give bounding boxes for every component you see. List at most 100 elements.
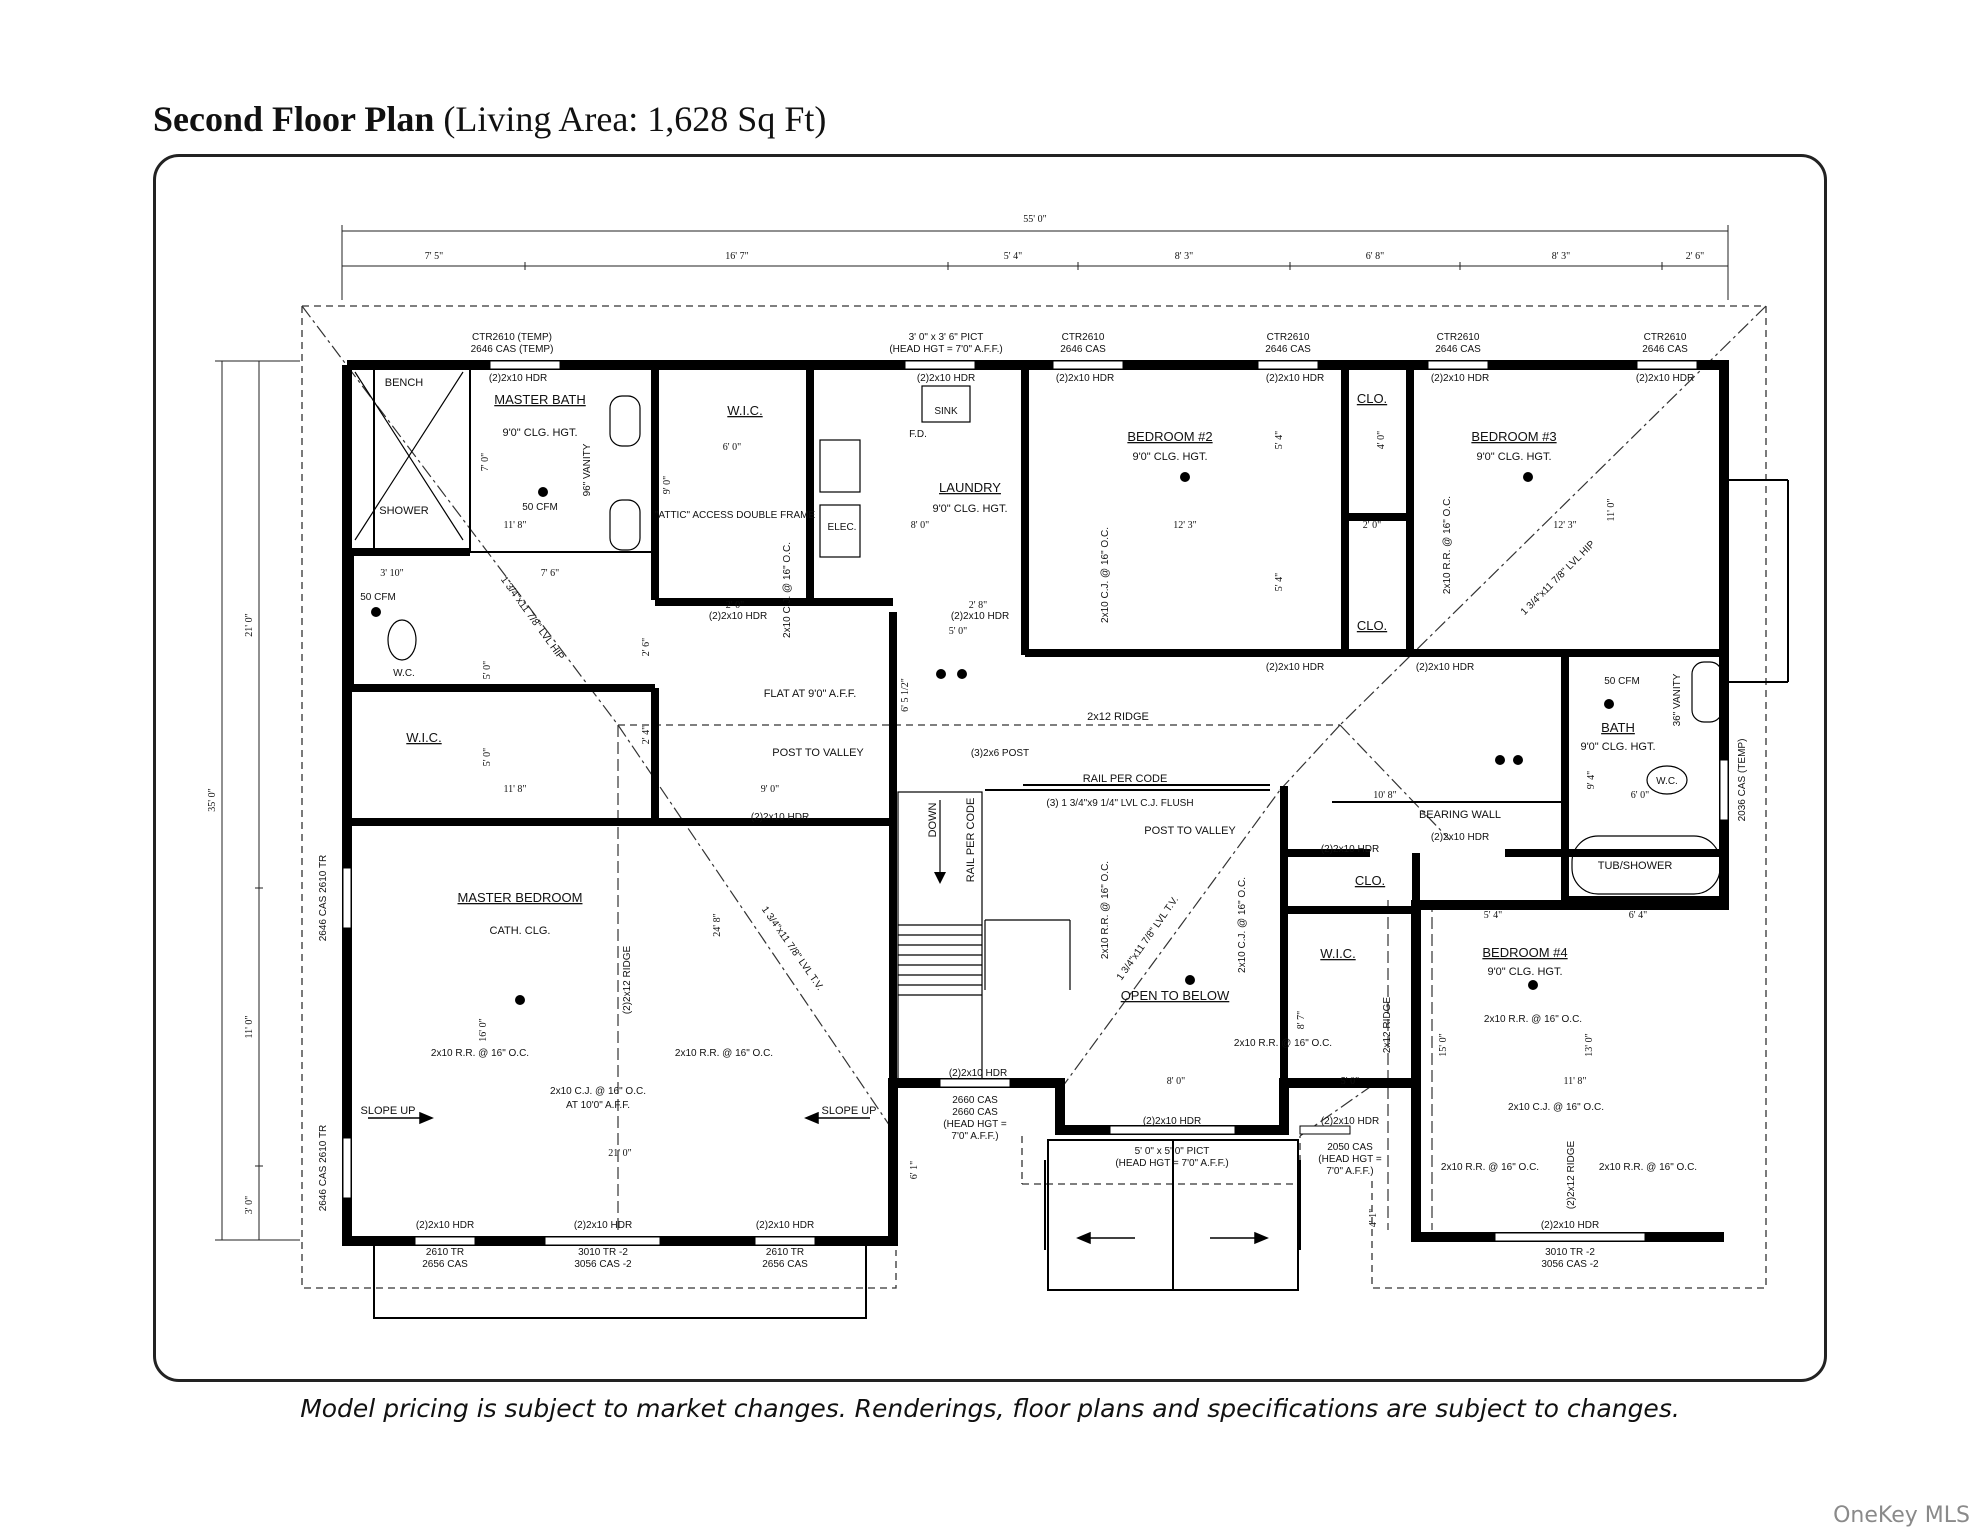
slope-up-right-label: SLOPE UP bbox=[821, 1105, 876, 1117]
hdr-label: (2)2x10 HDR bbox=[756, 1220, 814, 1231]
master-bath-height: 9'0" CLG. HGT. bbox=[502, 427, 577, 439]
dim-4-1: 4' 1" bbox=[1368, 1209, 1379, 1227]
dim-15-0: 15' 0" bbox=[1438, 1033, 1449, 1056]
dim-left-3: 3' 0" bbox=[244, 1196, 255, 1214]
dim-7-0: 7' 0" bbox=[480, 453, 491, 471]
winb5-label-a: 5' 0" x 5' 0" PICT bbox=[1135, 1146, 1210, 1157]
dim-overall-depth: 35' 0" bbox=[207, 788, 218, 811]
winb1-label-b: 2656 CAS bbox=[422, 1259, 468, 1270]
hdr-label: (2)2x10 HDR bbox=[1321, 1116, 1379, 1127]
hdr-label: (2)2x10 HDR bbox=[1431, 373, 1489, 384]
winb5-label-b: (HEAD HGT = 7'0" A.F.F.) bbox=[1115, 1158, 1228, 1169]
cj-note-bedroom2: 2x10 C.J. @ 16" O.C. bbox=[1100, 527, 1111, 623]
closet-2-label: CLO. bbox=[1357, 618, 1387, 633]
dim-5-0d: 5' 0" bbox=[1341, 1076, 1359, 1087]
dim-5-4a: 5' 4" bbox=[1274, 431, 1285, 449]
win3-label-a: CTR2610 bbox=[1062, 332, 1105, 343]
dim-6-4: 6' 4" bbox=[1629, 910, 1647, 921]
down-label: DOWN bbox=[927, 803, 939, 838]
open-to-below-label: OPEN TO BELOW bbox=[1121, 988, 1230, 1003]
toilet-2 bbox=[1646, 765, 1688, 795]
win3-label-b: 2646 CAS bbox=[1060, 344, 1106, 355]
dim-8-0b: 8' 0" bbox=[1167, 1076, 1185, 1087]
wic-2-label: W.I.C. bbox=[406, 730, 441, 745]
winb6-label-a: 2050 CAS bbox=[1327, 1142, 1373, 1153]
winb7-label-b: 3056 CAS -2 bbox=[1541, 1259, 1599, 1270]
sink-fixture bbox=[921, 385, 971, 423]
wc-label: W.C. bbox=[393, 668, 415, 679]
fd-label: F.D. bbox=[909, 429, 927, 440]
inner-dimensions: 7' 0" 11' 8" 6' 0" 9' 0" 8' 0" 12' 3" 5'… bbox=[380, 431, 1649, 1227]
winb4-label-d: 7'0" A.F.F.) bbox=[951, 1131, 998, 1142]
master-bath-label: MASTER BATH bbox=[494, 392, 586, 407]
post-to-valley-label: POST TO VALLEY bbox=[772, 747, 864, 759]
cj-note-hall: 2x10 C.J. @ 16" O.C. bbox=[782, 542, 793, 638]
tub-fixture bbox=[1571, 835, 1721, 895]
win6-label-b: 2646 CAS bbox=[1642, 344, 1688, 355]
winb4-label-b: 2660 CAS bbox=[952, 1107, 998, 1118]
winb4-label-a: 2660 CAS bbox=[952, 1095, 998, 1106]
winb3-label-a: 2610 TR bbox=[766, 1247, 804, 1258]
winb4-label-c: (HEAD HGT = bbox=[943, 1119, 1007, 1130]
win6-label-a: CTR2610 bbox=[1644, 332, 1687, 343]
laundry-height: 9'0" CLG. HGT. bbox=[932, 503, 1007, 515]
bedroom-3-height: 9'0" CLG. HGT. bbox=[1476, 451, 1551, 463]
dim-top-4: 8' 3" bbox=[1175, 251, 1193, 262]
dim-top-7: 2' 6" bbox=[1686, 251, 1704, 262]
dim-top-2: 16' 7" bbox=[725, 251, 748, 262]
closet-1-label: CLO. bbox=[1357, 391, 1387, 406]
dim-top-6: 8' 3" bbox=[1552, 251, 1570, 262]
pricing-disclaimer: Model pricing is subject to market chang… bbox=[300, 1394, 1680, 1423]
rr-note-bedroom3: 2x10 R.R. @ 16" O.C. bbox=[1442, 496, 1453, 594]
cj-note-open: 2x10 C.J. @ 16" O.C. bbox=[1237, 877, 1248, 973]
dim-16-0: 16' 0" bbox=[478, 1018, 489, 1041]
winb2-label-b: 3056 CAS -2 bbox=[574, 1259, 632, 1270]
elec-label: ELEC. bbox=[828, 522, 857, 533]
bath-height: 9'0" CLG. HGT. bbox=[1580, 741, 1655, 753]
dim-7-6: 7' 6" bbox=[541, 568, 559, 579]
stairs bbox=[897, 791, 1071, 1083]
bath-label: BATH bbox=[1601, 720, 1635, 735]
hdr-label: (2)2x10 HDR bbox=[1416, 662, 1474, 673]
wc-fan-label: 50 CFM bbox=[360, 592, 396, 603]
hdr-label: (2)2x10 HDR bbox=[1266, 662, 1324, 673]
master-bedroom-label: MASTER BEDROOM bbox=[458, 890, 583, 905]
flat-label: FLAT AT 9'0" A.F.F. bbox=[764, 688, 857, 700]
dim-9-0: 9' 0" bbox=[662, 476, 673, 494]
hdr-label: (2)2x10 HDR bbox=[1143, 1116, 1201, 1127]
dim-3-10: 3' 10" bbox=[380, 568, 403, 579]
hdr-label: (2)2x10 HDR bbox=[1636, 373, 1694, 384]
dim-left-1: 21' 0" bbox=[244, 613, 255, 636]
ridge-label: 2x12 RIDGE bbox=[1087, 711, 1149, 723]
dim-top-5: 6' 8" bbox=[1366, 251, 1384, 262]
dim-left-2: 11' 0" bbox=[244, 1015, 255, 1038]
cj-note-bedroom4: 2x10 C.J. @ 16" O.C. bbox=[1508, 1102, 1604, 1113]
dim-11-8c: 11' 8" bbox=[1563, 1076, 1586, 1087]
bath-fan-label: 50 CFM bbox=[1604, 676, 1640, 687]
plan-frame bbox=[153, 154, 1827, 1382]
lav-top bbox=[609, 395, 641, 447]
win5-label-a: CTR2610 bbox=[1437, 332, 1480, 343]
dim-6-1: 6' 1" bbox=[909, 1161, 920, 1179]
arrows bbox=[368, 1111, 1269, 1245]
ridge-lines bbox=[617, 725, 1433, 1230]
win1-label-a: CTR2610 (TEMP) bbox=[472, 332, 552, 343]
winb7-label-a: 3010 TR -2 bbox=[1545, 1247, 1595, 1258]
bedroom-4-label: BEDROOM #4 bbox=[1482, 945, 1567, 960]
dim-5-0a: 5' 0" bbox=[482, 661, 493, 679]
winr1-label: 2036 CAS (TEMP) bbox=[1737, 739, 1748, 822]
hdr-label: (2)2x10 HDR bbox=[1541, 1220, 1599, 1231]
rail-code-vertical-label: RAIL PER CODE bbox=[965, 798, 977, 883]
lav-bath bbox=[1691, 661, 1723, 723]
winl2-label: 2646 CAS 2610 TR bbox=[318, 1125, 329, 1212]
dim-10-8: 10' 8" bbox=[1373, 790, 1396, 801]
dim-6-0: 6' 0" bbox=[723, 442, 741, 453]
dim-top-1: 7' 5" bbox=[425, 251, 443, 262]
vanity-96-label: 96" VANITY bbox=[582, 443, 593, 496]
rr-note-bedroom4: 2x10 R.R. @ 16" O.C. bbox=[1484, 1014, 1582, 1025]
dim-2-0: 2' 0" bbox=[1363, 520, 1381, 531]
rr-note-open: 2x10 R.R. @ 16" O.C. bbox=[1100, 861, 1111, 959]
dim-13-0: 13' 0" bbox=[1584, 1033, 1595, 1056]
hdr-label: (2)2x10 HDR bbox=[949, 1068, 1007, 1079]
dim-11-8b: 11' 8" bbox=[503, 784, 526, 795]
